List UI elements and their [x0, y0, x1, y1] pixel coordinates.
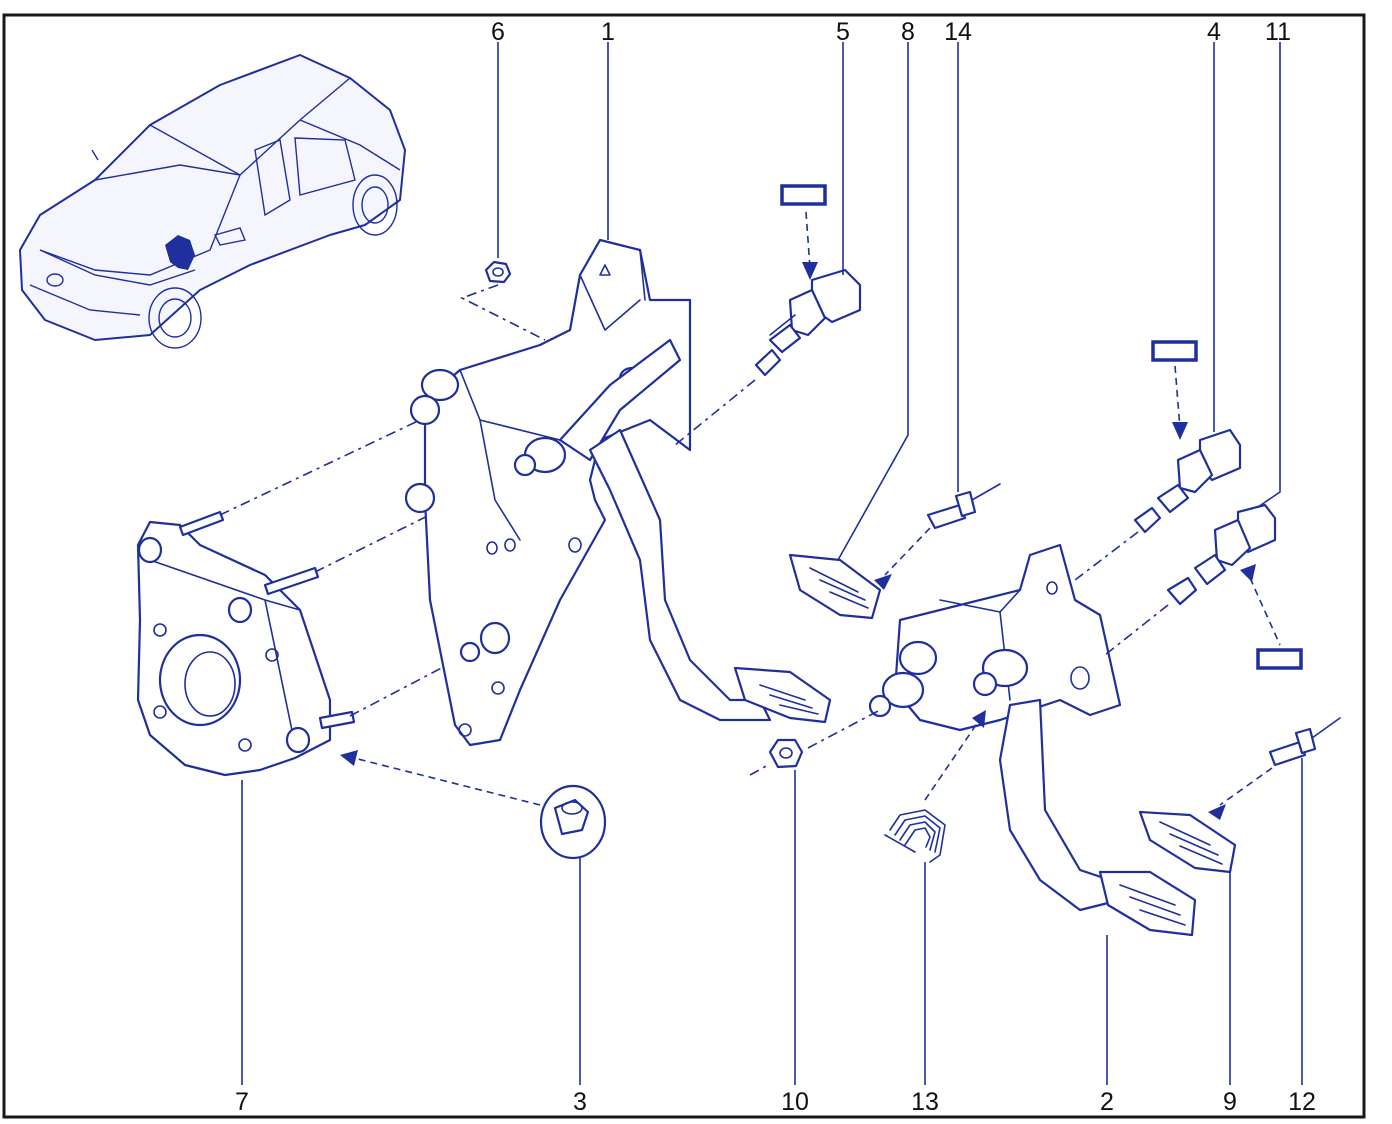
callout-8: 8 — [901, 18, 915, 46]
part-2-clutch-pedal — [868, 543, 1197, 937]
callout-10: 10 — [781, 1088, 809, 1116]
diagram-frame — [2, 13, 1366, 1119]
callout-11: 11 — [1265, 18, 1291, 46]
callout-7: 7 — [235, 1088, 249, 1116]
part-8-pedal-pad — [788, 553, 882, 620]
part-4-switch — [1133, 428, 1242, 534]
callout-2: 2 — [1100, 1088, 1114, 1116]
callout-9: 9 — [1223, 1088, 1237, 1116]
part-3-bushing — [539, 784, 607, 860]
leader-lines — [241, 42, 1303, 1085]
car-locator-illustration — [19, 54, 406, 349]
part-11-switch — [1166, 503, 1277, 606]
callout-14: 14 — [944, 18, 972, 46]
part-14-rivet — [926, 483, 1001, 530]
part-10-nut — [768, 738, 804, 769]
part-9-pedal-pad — [1138, 810, 1237, 874]
part-6-nut — [484, 260, 512, 284]
part-13-spring — [884, 809, 946, 863]
symbol-box-4 — [1151, 340, 1198, 362]
part-12-rivet — [1268, 717, 1341, 767]
callout-13: 13 — [911, 1088, 939, 1116]
callout-3: 3 — [573, 1088, 587, 1116]
callout-12: 12 — [1288, 1088, 1316, 1116]
callout-6: 6 — [491, 18, 505, 46]
arrow-5 — [805, 211, 811, 269]
part-1-pedal-bracket — [404, 238, 832, 747]
callout-labels: 6 1 5 8 14 4 11 7 3 10 13 2 9 12 — [235, 18, 1316, 1116]
callout-4: 4 — [1207, 18, 1221, 46]
callout-5: 5 — [836, 18, 850, 46]
callout-1: 1 — [601, 18, 615, 46]
symbol-box-5 — [780, 184, 827, 206]
symbol-box-11 — [1256, 648, 1303, 670]
part-7-mounting-flange — [136, 510, 356, 777]
pedal-location-marker — [165, 235, 195, 270]
part-5-switch — [754, 268, 862, 377]
